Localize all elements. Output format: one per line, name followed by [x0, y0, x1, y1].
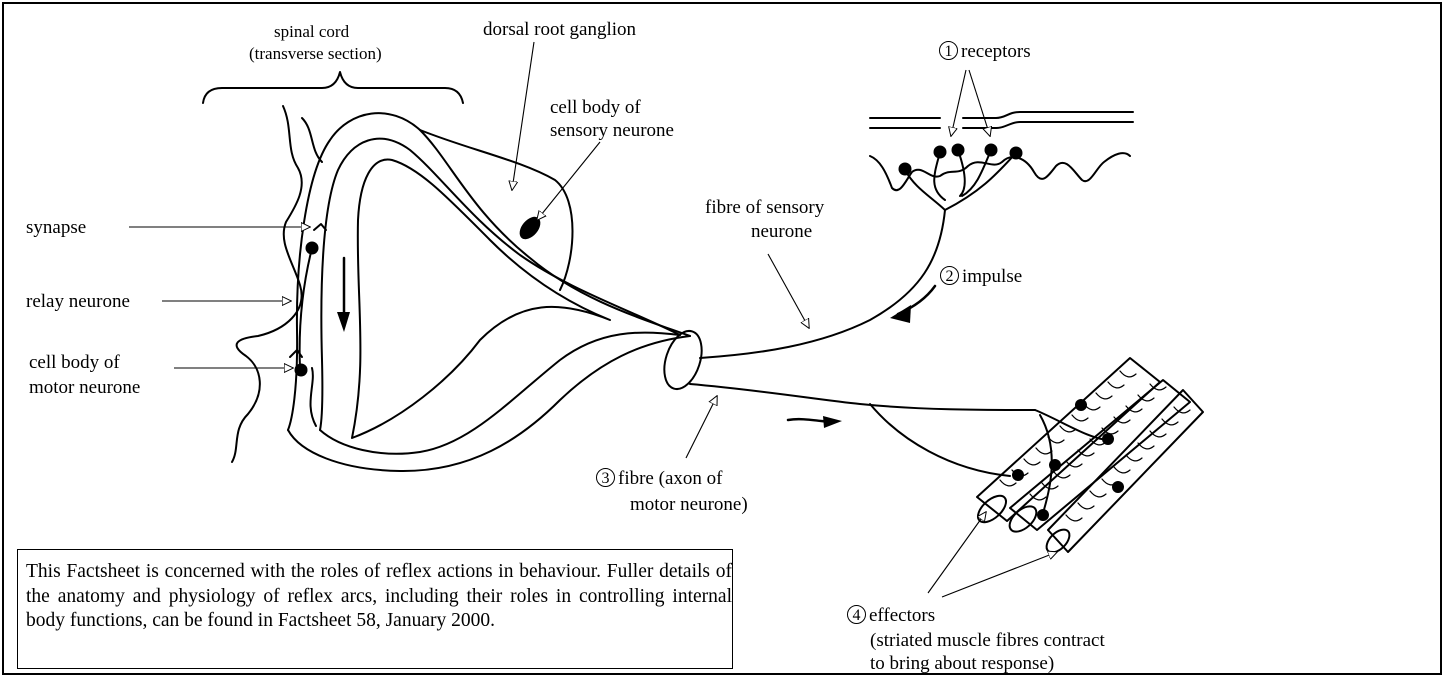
spinal-cord-outline [311, 368, 316, 426]
spinal-cord-brace [203, 72, 463, 103]
receptor-ending [899, 163, 912, 176]
relay-neurone-body [306, 242, 319, 255]
leader-effector [942, 552, 1057, 597]
label-cell-body-sensory-1: cell body of [550, 96, 641, 119]
label-synapse: synapse [26, 216, 86, 239]
dorsal-root-outline [288, 336, 690, 471]
grey-matter-outline [352, 160, 610, 438]
label-fibre-sensory-1: fibre of sensory [705, 196, 824, 219]
motor-fibre-branch [1035, 410, 1110, 440]
leader-receptor [951, 70, 966, 136]
relay-neurone-fibre [300, 248, 312, 368]
label-impulse-text: impulse [962, 266, 1022, 287]
motor-end-plate [1037, 509, 1049, 521]
leader-effector [928, 512, 986, 593]
motor-fibre-branch [870, 404, 1010, 476]
number-marker: 2 [940, 266, 959, 285]
label-fibre-sensory-2: neurone [751, 220, 812, 243]
number-marker: 4 [847, 605, 866, 624]
label-dorsal-root-ganglion: dorsal root ganglion [483, 18, 636, 41]
spinal-cord-outline [232, 106, 302, 462]
skin-surface [870, 122, 1133, 128]
label-cell-body-motor-1: cell body of [29, 351, 120, 374]
spinal-cord-outline [302, 118, 322, 162]
motor-fibre [690, 384, 1035, 410]
number-marker: 3 [596, 468, 615, 487]
synapse-mark [314, 224, 326, 230]
label-receptors-text: receptors [961, 41, 1031, 62]
label-effectors-desc-1: (striated muscle fibres contract [870, 629, 1105, 652]
motor-end-plate [1102, 433, 1114, 445]
sensory-neurone-body [516, 213, 545, 243]
receptor-endings [905, 150, 1016, 210]
dorsal-root-outline [320, 139, 680, 430]
sensory-fibre [700, 210, 945, 358]
label-cell-body-motor-2: motor neurone [29, 376, 140, 399]
leader-sensory-fibre [768, 254, 809, 328]
receptor-ending [1010, 147, 1023, 160]
motor-end-plate [1075, 399, 1087, 411]
muscle-fibre-2 [1005, 380, 1190, 536]
number-marker: 1 [939, 41, 958, 60]
label-fibre-motor-2: motor neurone) [630, 493, 748, 516]
dorsal-root-outline [320, 333, 680, 454]
label-effectors-text: effectors [869, 605, 935, 626]
label-relay-neurone: relay neurone [26, 290, 130, 313]
label-transverse-section: (transverse section) [249, 42, 382, 65]
motor-end-plate [1049, 459, 1061, 471]
label-effectors-desc-2: to bring about response) [870, 652, 1054, 675]
label-cell-body-sensory-2: sensory neurone [550, 119, 674, 142]
motor-end-plate [1112, 481, 1124, 493]
dorsal-root-outline [288, 113, 690, 430]
leader-receptor [969, 70, 990, 136]
receptor-ending [985, 144, 998, 157]
ganglion-outline [420, 130, 573, 290]
muscle-striations [1000, 371, 1190, 521]
factsheet-note: This Factsheet is concerned with the rol… [17, 549, 733, 669]
skin-surface [870, 112, 1133, 118]
receptor-ending [952, 144, 965, 157]
label-fibre-motor-text: fibre (axon of [618, 468, 722, 489]
motor-neurone-body [295, 364, 308, 377]
leader-sensory-cell-body [537, 142, 600, 220]
label-spinal-cord: spinal cord [274, 20, 349, 43]
leader-motor-fibre [686, 396, 717, 458]
receptor-ending [934, 146, 947, 159]
motor-end-plate [1012, 469, 1024, 481]
